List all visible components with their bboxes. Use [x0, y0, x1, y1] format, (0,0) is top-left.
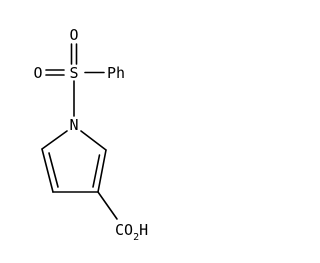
carboxyl-prefix: CO — [115, 221, 133, 239]
chemical-structure: O O S Ph N CO2H — [33, 26, 148, 243]
carboxyl-group: CO2H — [115, 221, 148, 243]
atom-phenyl: Ph — [107, 64, 125, 82]
bond-c4-c5-inner — [48, 152, 59, 188]
bond-n-c2 — [80, 130, 107, 151]
atom-oxygen-top: O — [69, 26, 78, 44]
bond-c5-n — [41, 130, 68, 150]
carboxyl-suffix: H — [139, 221, 148, 239]
bond-c4-c5 — [41, 148, 54, 193]
carboxyl-subscript: 2 — [133, 232, 139, 243]
bond-c2-c3 — [97, 149, 107, 193]
atom-sulfur: S — [69, 64, 78, 82]
bond-c3-cooh — [97, 191, 118, 220]
atom-oxygen-left: O — [33, 64, 42, 82]
bond-c2-c3-inner — [92, 154, 101, 188]
atom-nitrogen: N — [69, 116, 78, 134]
